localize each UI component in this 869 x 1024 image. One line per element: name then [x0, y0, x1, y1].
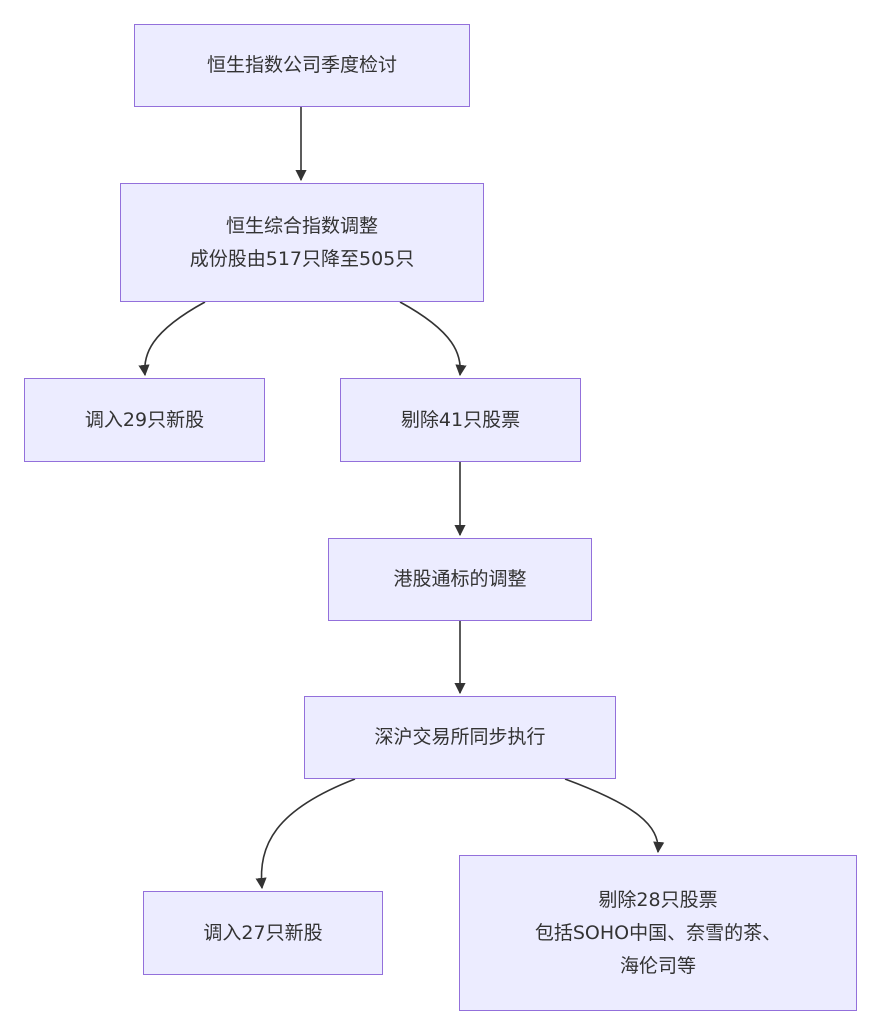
node-text: 包括SOHO中国、奈雪的茶、 [534, 921, 782, 944]
node-text: 恒生综合指数调整 [225, 214, 378, 237]
node-text: 成份股由517只降至505只 [189, 247, 415, 270]
node-text: 海伦司等 [619, 954, 696, 977]
edge-n2-n4 [399, 301, 467, 377]
node-hs-composite-adjustment: 恒生综合指数调整 成份股由517只降至505只 [120, 183, 484, 302]
node-stock-connect-adjustment: 港股通标的调整 [328, 538, 592, 621]
node-remove-41-stocks: 剔除41只股票 [340, 378, 581, 462]
edge-n2-n3 [138, 301, 206, 377]
edge-n6-n8 [564, 778, 665, 854]
edge-n6-n7 [255, 778, 356, 890]
node-text: 港股通标的调整 [393, 568, 527, 590]
node-text: 剔除28只股票 [598, 888, 718, 911]
node-text: 恒生指数公司季度检讨 [206, 54, 397, 76]
node-text: 剔除41只股票 [400, 408, 521, 431]
node-remove-28-stocks: 剔除28只股票 包括SOHO中国、奈雪的茶、 海伦司等 [459, 855, 857, 1011]
node-add-27-stocks: 调入27只新股 [143, 891, 383, 975]
node-text: 调入29只新股 [84, 408, 205, 431]
node-hsi-quarterly-review: 恒生指数公司季度检讨 [134, 24, 470, 107]
node-exchanges-sync-execute: 深沪交易所同步执行 [304, 696, 616, 779]
node-text: 深沪交易所同步执行 [374, 726, 546, 748]
node-text: 调入27只新股 [203, 921, 323, 944]
node-add-29-stocks: 调入29只新股 [24, 378, 265, 462]
